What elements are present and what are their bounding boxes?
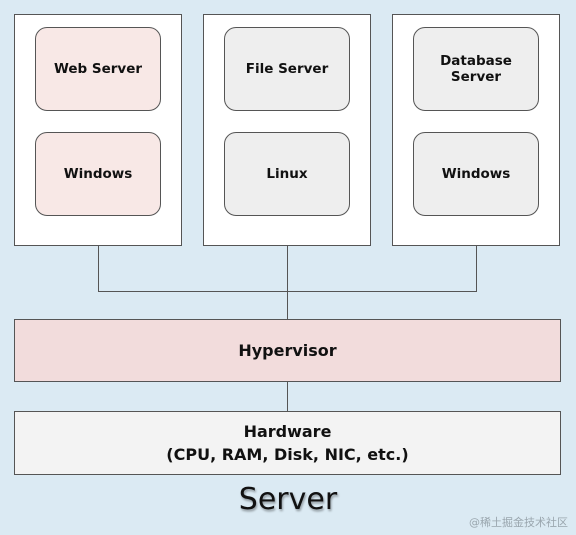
connector-horizontal	[98, 291, 477, 292]
vm-box-database: Database Server Windows	[392, 14, 560, 246]
connector-web	[98, 246, 99, 291]
web-server-app: Web Server	[35, 27, 161, 111]
vm-box-web: Web Server Windows	[14, 14, 182, 246]
hardware-detail: (CPU, RAM, Disk, NIC, etc.)	[166, 445, 409, 464]
vm-box-file: File Server Linux	[203, 14, 371, 246]
web-server-os: Windows	[35, 132, 161, 216]
connector-file	[287, 246, 288, 319]
connector-database	[476, 246, 477, 291]
file-server-app: File Server	[224, 27, 350, 111]
file-server-os: Linux	[224, 132, 350, 216]
hardware-title: Hardware	[243, 422, 332, 441]
hypervisor-layer: Hypervisor	[14, 319, 561, 382]
hypervisor-label: Hypervisor	[238, 341, 337, 360]
database-server-app: Database Server	[413, 27, 539, 111]
watermark: @稀土掘金技术社区	[469, 516, 568, 529]
hardware-layer: Hardware (CPU, RAM, Disk, NIC, etc.)	[14, 411, 561, 475]
server-caption: Server	[238, 482, 338, 517]
connector-hypervisor-hardware	[287, 382, 288, 411]
database-server-os: Windows	[413, 132, 539, 216]
